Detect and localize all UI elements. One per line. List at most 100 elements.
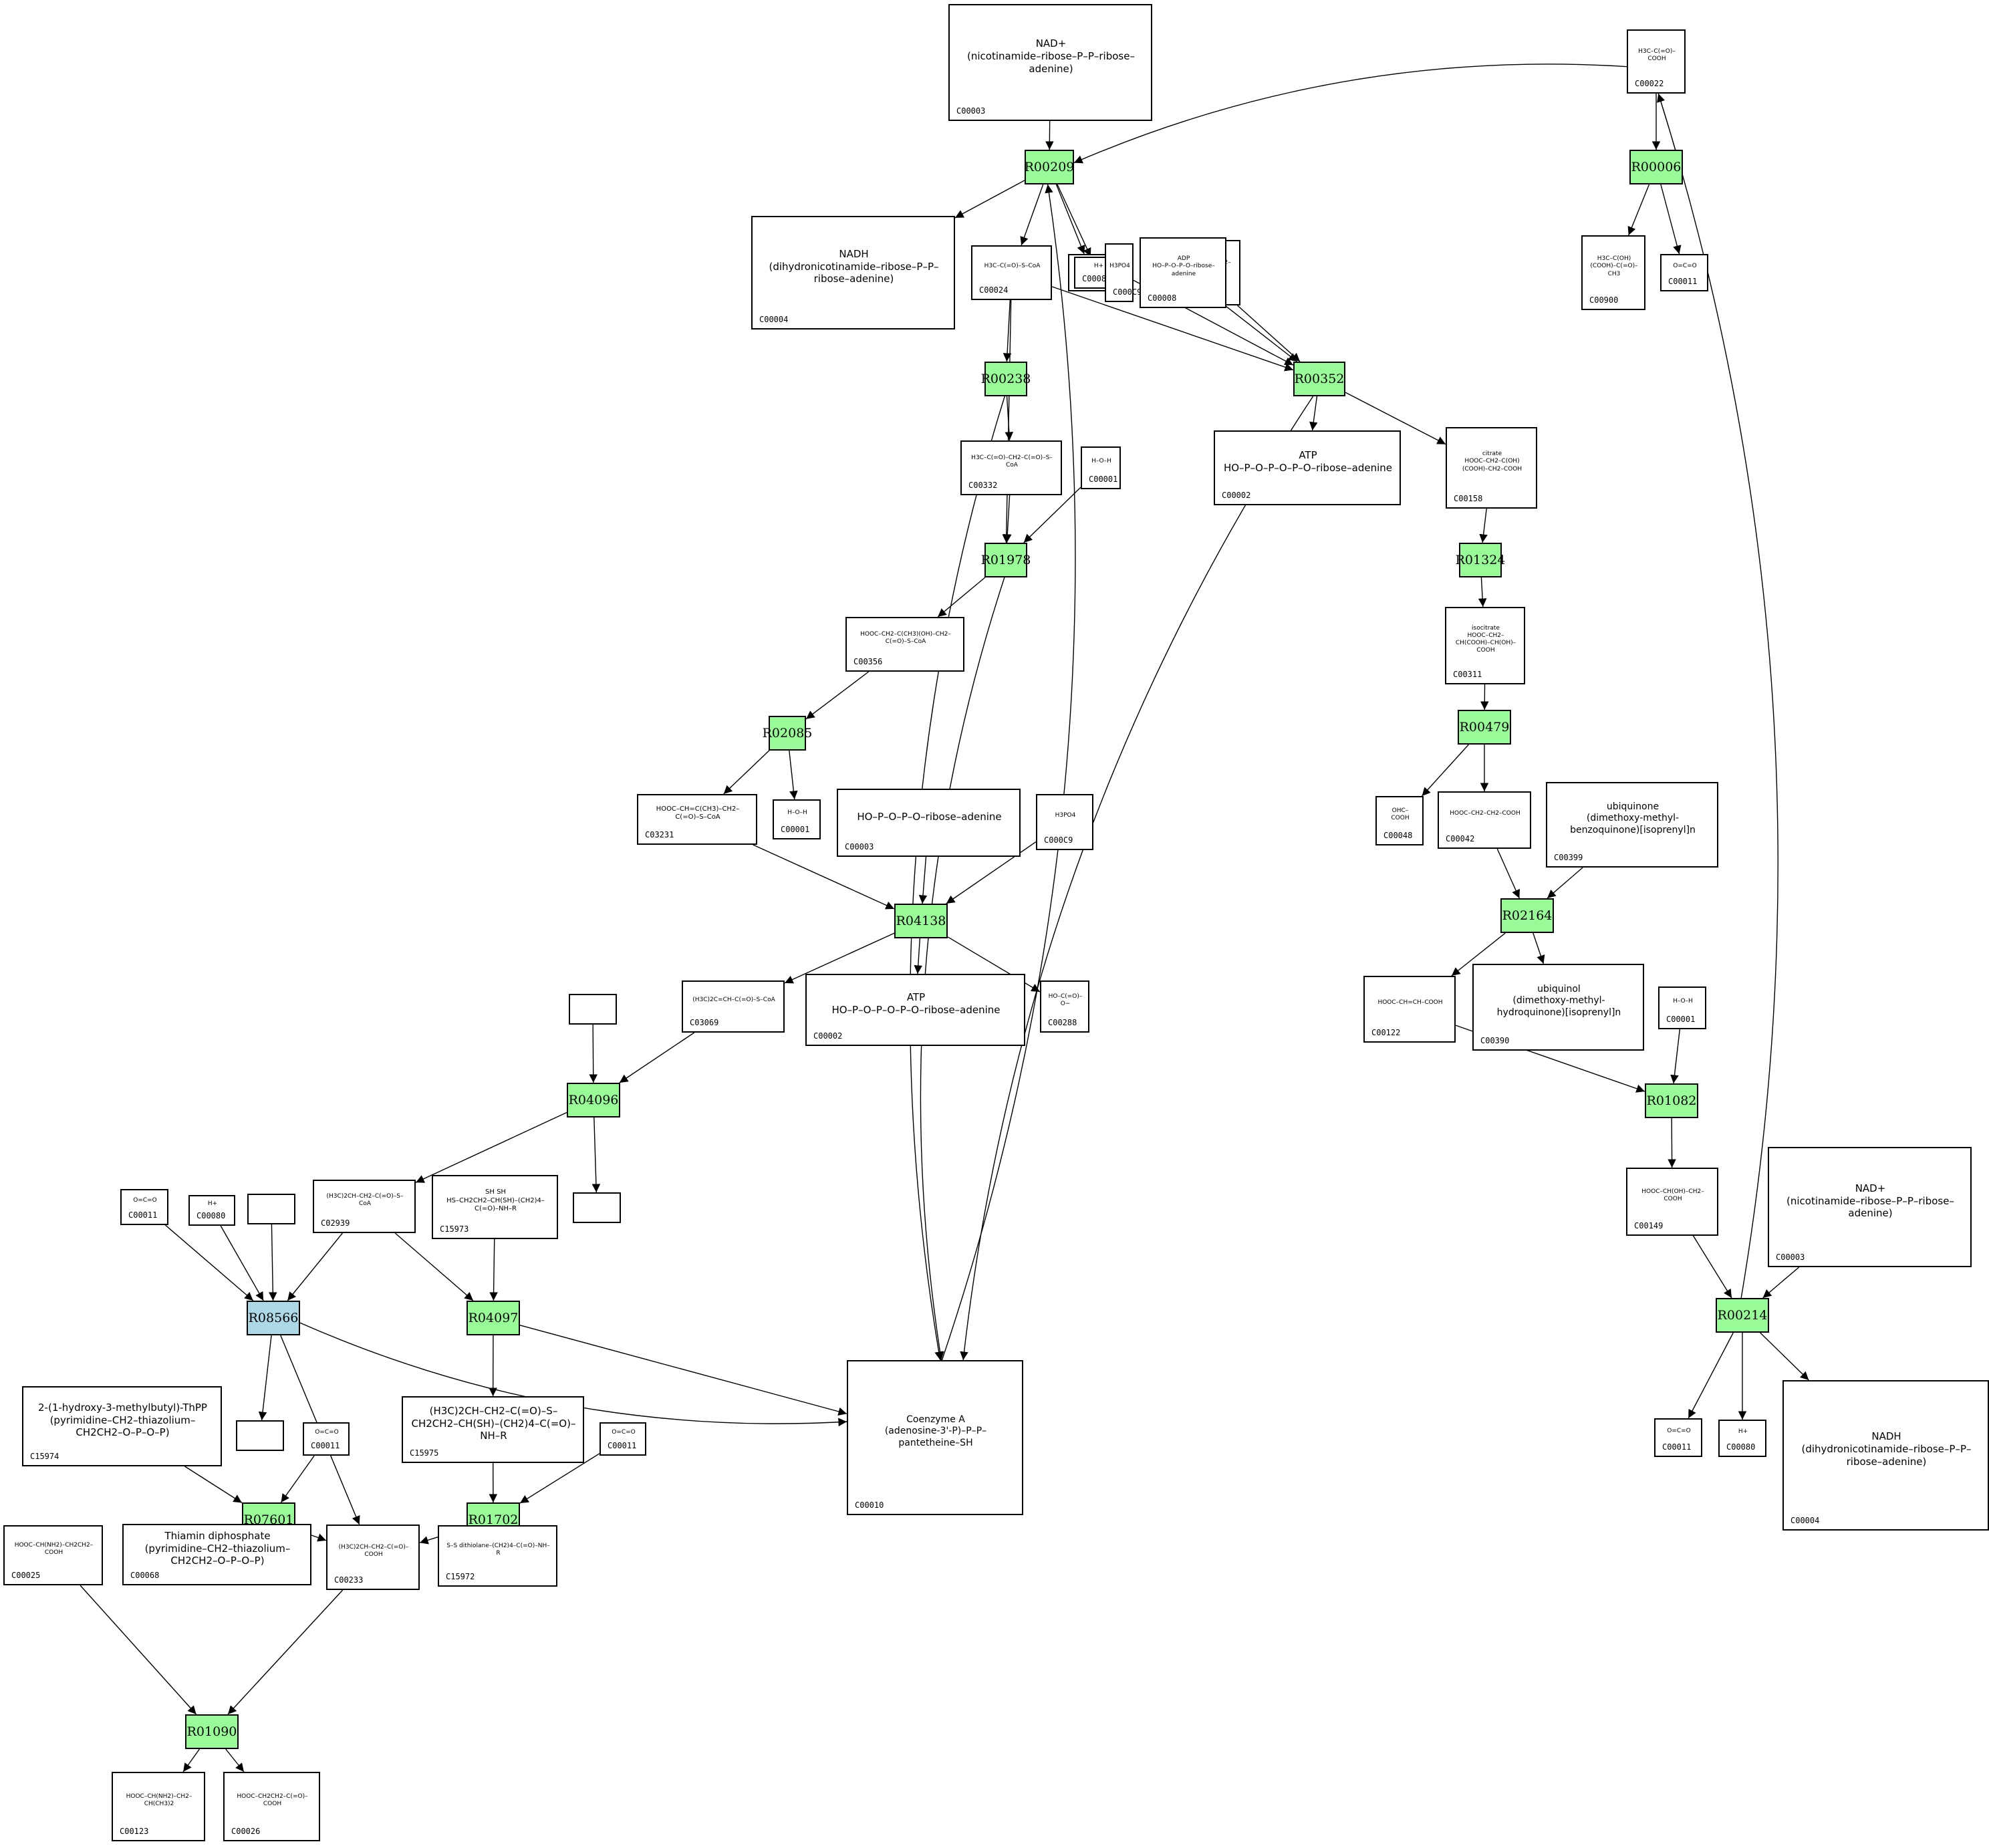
compound-node-c00003[interactable]: NAD+ (nicotinamide–ribose–P–P–ribose–ade… — [948, 4, 1152, 121]
compound-id-label: C03069 — [690, 1018, 719, 1027]
structure-drawing: HOOC–CH(OH)–CH2–COOH — [1641, 1188, 1704, 1202]
structure-drawing: H3C–C(OH)(COOH)–C(=O)–CH3 — [1590, 255, 1638, 277]
compound-node-c00080[interactable]: H+C00080 — [188, 1195, 235, 1226]
reaction-node-r00006[interactable]: R00006 — [1629, 150, 1683, 184]
edge-R00006-to-c00900 — [1627, 184, 1650, 236]
structure-drawing: O=C=O — [1673, 263, 1697, 270]
compound-node-c00068[interactable]: Thiamin diphosphate (pyrimidine–CH2–thia… — [122, 1524, 311, 1585]
edge-R01324-to-c00311 — [1478, 577, 1487, 608]
reaction-node-r00214[interactable]: R00214 — [1716, 1298, 1769, 1333]
structure-drawing: HOOC–CH2–CH2–COOH — [1450, 810, 1520, 817]
compound-id-label: C00011 — [1662, 1442, 1692, 1452]
compound-id-label: C00002 — [813, 1031, 843, 1041]
compound-id-label: C00288 — [1048, 1018, 1077, 1027]
structure-drawing: citrate HOOC–CH2–C(OH)(COOH)–CH2–COOH — [1462, 450, 1522, 473]
reaction-node-r00238[interactable]: R00238 — [981, 362, 1031, 396]
edge-R02164-to-c00390 — [1533, 932, 1545, 964]
reaction-node-r02164[interactable]: R02164 — [1500, 898, 1554, 933]
structure-drawing: ubiquinone (dimethoxy-methyl-benzoquinon… — [1570, 801, 1696, 835]
compound-id-label: C15974 — [30, 1452, 59, 1461]
edge-c00001_c-to-R01082 — [1670, 1029, 1681, 1084]
reaction-node-r00352[interactable]: R00352 — [1293, 362, 1345, 396]
compound-id-label: C00002 — [1222, 491, 1251, 500]
reaction-node-r01090[interactable]: R01090 — [185, 1714, 239, 1749]
compound-node-c00080[interactable]: H+C00080 — [1718, 1420, 1766, 1457]
reaction-node-r04138[interactable]: R04138 — [894, 904, 948, 938]
edge-c15973-to-R04097 — [489, 1238, 498, 1301]
compound-node-c00004[interactable]: NADH (dihydronicotinamide–ribose–P–P–rib… — [751, 216, 955, 329]
compound-node-c15975[interactable]: (H3C)2CH–CH2–C(=O)–S–CH2CH2–CH(SH)–(CH2)… — [402, 1396, 584, 1463]
compound-id-label: C00003 — [845, 842, 874, 851]
compound-node-c15974[interactable]: 2-(1-hydroxy-3-methylbutyl)-ThPP (pyrimi… — [22, 1386, 222, 1466]
compound-node-c00399[interactable]: ubiquinone (dimethoxy-methyl-benzoquinon… — [1546, 782, 1718, 868]
structure-drawing: HO–P–O–P–O–ribose–adenine — [857, 810, 1002, 823]
reaction-node-r00209[interactable]: R00209 — [1025, 150, 1074, 184]
reaction-node-r01082[interactable]: R01082 — [1645, 1083, 1698, 1118]
compound-id-label: C00332 — [968, 481, 998, 490]
compound-node-c00390[interactable]: ubiquinol (dimethoxy-methyl-hydroquinone… — [1472, 964, 1644, 1051]
compound-node-c00311[interactable]: isocitrate HOOC–CH2–CH(COOH)–CH(OH)–COOH… — [1445, 607, 1525, 684]
structure-drawing: (H3C)2CH–CH2–C(=O)–S–CH2CH2–CH(SH)–(CH2)… — [411, 1404, 576, 1442]
structure-drawing: ATP HO–P–O–P–O–P–O–ribose–adenine — [1223, 449, 1393, 474]
reaction-node-r04096[interactable]: R04096 — [567, 1083, 620, 1117]
reaction-node-r04097[interactable]: R04097 — [467, 1301, 520, 1335]
reaction-node-r08566[interactable]: R08566 — [247, 1301, 300, 1335]
compound-id-label: C00008 — [1148, 293, 1177, 303]
structure-drawing: H–O–H — [1091, 458, 1111, 465]
compound-node-c15973[interactable]: SH SH HS–CH2CH2–CH(SH)–(CH2)4–C(=O)–NH–R… — [432, 1175, 558, 1239]
compound-node-c00004[interactable]: NADH (dihydronicotinamide–ribose–P–P–rib… — [1782, 1380, 1989, 1531]
edge-R00238-to-c00332 — [1005, 396, 1014, 441]
structure-drawing: 2-(1-hydroxy-3-methylbutyl)-ThPP (pyrimi… — [38, 1401, 207, 1439]
compound-id-label: C00356 — [853, 657, 883, 666]
edge-c00011_c-to-R08566 — [164, 1224, 254, 1301]
edge-c00356-to-R02085 — [805, 671, 870, 720]
edge-c00080_b-to-R08566 — [220, 1225, 264, 1301]
reaction-node-r00479[interactable]: R00479 — [1458, 710, 1511, 745]
compound-node-c00003[interactable]: NAD+ (nicotinamide–ribose–P–P–ribose–ade… — [1768, 1147, 1972, 1267]
edge-c02939-to-R08566 — [287, 1232, 343, 1301]
compound-node-unlabeled[interactable] — [236, 1420, 284, 1451]
reaction-node-r01324[interactable]: R01324 — [1456, 543, 1505, 577]
reaction-node-r01978[interactable]: R01978 — [981, 543, 1031, 577]
compound-node-c00010[interactable]: Coenzyme A (adenosine-3'-P)–P–P–pantethe… — [847, 1360, 1023, 1515]
compound-node-unlabeled[interactable] — [569, 994, 617, 1025]
structure-drawing: (H3C)2CH–CH2–C(=O)–S–CoA — [326, 1192, 404, 1207]
compound-node-unlabeled[interactable] — [573, 1192, 621, 1223]
compound-node-unlabeled[interactable] — [247, 1194, 295, 1224]
structure-drawing: Coenzyme A (adenosine-3'-P)–P–P–pantethe… — [884, 1414, 987, 1448]
reaction-node-r02085[interactable]: R02085 — [763, 716, 812, 751]
compound-node-c00288[interactable]: HO–C(=O)–O−C00288 — [1040, 980, 1089, 1033]
